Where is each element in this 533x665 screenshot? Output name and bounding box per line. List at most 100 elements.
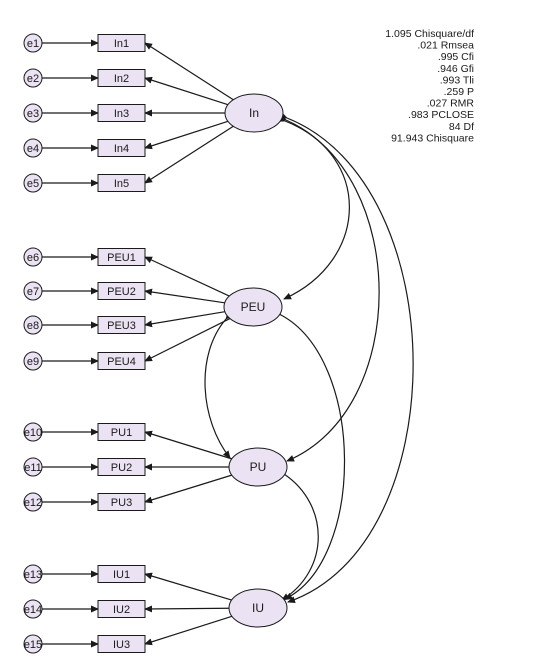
fit-statistic-line: .993 Tli	[440, 74, 474, 86]
fit-statistic-line: .021 Rmsea	[417, 40, 474, 52]
indicator-box	[97, 352, 146, 370]
indicator-label: In4	[114, 143, 129, 155]
error-node-e9: e9	[23, 351, 43, 371]
latent-node-pu: PU	[228, 447, 288, 487]
error-node-e4: e4	[23, 138, 43, 158]
indicator-label: In3	[114, 108, 129, 120]
loading-path-in5	[144, 125, 234, 184]
error-node-e7: e7	[23, 281, 43, 301]
error-node-e12: e12	[23, 492, 43, 512]
error-label: e3	[27, 108, 39, 120]
error-label: e1	[27, 38, 39, 50]
loading-path-in1	[144, 42, 234, 101]
fit-statistic-line: .995 Cfi	[438, 51, 474, 63]
error-circle	[23, 247, 43, 267]
error-node-e14: e14	[23, 599, 43, 619]
fit-statistic-line: .946 Gfi	[437, 63, 474, 75]
indicator-box	[97, 600, 146, 618]
error-node-e5: e5	[23, 173, 43, 193]
error-node-e2: e2	[23, 68, 43, 88]
loading-path-iu1	[144, 572, 232, 601]
indicator-node-peu1: PEU1	[97, 248, 146, 266]
indicator-box	[97, 423, 146, 441]
error-label: e2	[27, 73, 39, 85]
error-node-e3: e3	[23, 103, 43, 123]
error-label: e14	[24, 604, 42, 616]
indicator-label: IU2	[113, 604, 130, 616]
indicator-node-in3: In3	[97, 104, 146, 122]
fit-statistic-line: .027 RMR	[427, 98, 475, 110]
error-label: e6	[27, 252, 39, 264]
indicator-node-peu3: PEU3	[97, 316, 146, 334]
latent-label: IU	[252, 601, 264, 615]
error-circle	[23, 492, 43, 512]
error-circle	[23, 564, 43, 584]
loading-path-in2	[144, 76, 229, 106]
error-circle	[23, 173, 43, 193]
error-circle	[23, 457, 43, 477]
indicator-label: PU2	[111, 462, 132, 474]
loading-path-pu3	[144, 474, 232, 504]
latent-node-in: In	[224, 93, 284, 133]
latent-ellipse	[228, 447, 288, 487]
indicator-box	[97, 104, 146, 122]
covariance-arc-in-pu	[278, 113, 380, 462]
loading-path-peu3	[144, 311, 225, 328]
error-circle	[23, 138, 43, 158]
error-circle	[23, 33, 43, 53]
loading-path-iu2	[144, 605, 230, 613]
indicator-node-iu2: IU2	[97, 600, 146, 618]
error-circle	[23, 599, 43, 619]
fit-statistic-line: 1.095 Chisquare/df	[385, 28, 474, 40]
indicator-box	[97, 635, 146, 653]
indicator-node-peu4: PEU4	[97, 352, 146, 370]
fit-statistic-line: .983 PCLOSE	[408, 109, 474, 121]
covariance-arc-peu-iu	[273, 308, 346, 600]
indicator-label: PEU3	[107, 320, 136, 332]
error-circle	[23, 315, 43, 335]
latent-ellipse	[224, 93, 284, 133]
latent-label: PU	[250, 460, 267, 474]
indicator-box	[97, 34, 146, 52]
indicator-label: PEU1	[107, 252, 136, 264]
fit-statistics-block: 1.095 Chisquare/df.021 Rmsea.995 Cfi.946…	[385, 28, 474, 144]
loading-path-iu3	[144, 615, 233, 646]
covariance-arcs	[204, 112, 414, 604]
indicator-node-pu2: PU2	[97, 458, 146, 476]
indicator-label: In2	[114, 73, 129, 85]
indicator-label: PU1	[111, 427, 132, 439]
error-label: e7	[27, 286, 39, 298]
error-circle	[23, 422, 43, 442]
fit-statistic-line: 91.943 Chisquare	[391, 132, 474, 144]
latent-node-peu: PEU	[223, 287, 283, 327]
latent-node-iu: IU	[228, 588, 288, 628]
covariance-arc-in-peu	[277, 115, 350, 300]
indicator-box	[97, 565, 146, 583]
indicator-node-iu3: IU3	[97, 635, 146, 653]
error-circle	[23, 634, 43, 654]
indicator-node-peu2: PEU2	[97, 282, 146, 300]
indicator-label: IU1	[113, 569, 130, 581]
loading-path-pu1	[144, 430, 232, 460]
error-label: e11	[24, 462, 42, 474]
error-node-e15: e15	[23, 634, 43, 654]
indicator-box	[97, 174, 146, 192]
loading-paths	[42, 39, 234, 648]
indicator-box	[97, 139, 146, 157]
indicator-box	[97, 493, 146, 511]
loading-path-in4	[144, 120, 229, 150]
latent-ellipse	[223, 287, 283, 327]
error-node-e6: e6	[23, 247, 43, 267]
indicator-box	[97, 69, 146, 87]
error-label: e5	[27, 178, 39, 190]
loading-path-peu2	[144, 288, 225, 304]
covariance-arc-peu-pu	[204, 311, 234, 459]
error-circle	[23, 351, 43, 371]
indicator-box	[97, 316, 146, 334]
indicator-node-in4: In4	[97, 139, 146, 157]
error-label: e12	[24, 497, 42, 509]
indicator-node-in2: In2	[97, 69, 146, 87]
error-node-e1: e1	[23, 33, 43, 53]
